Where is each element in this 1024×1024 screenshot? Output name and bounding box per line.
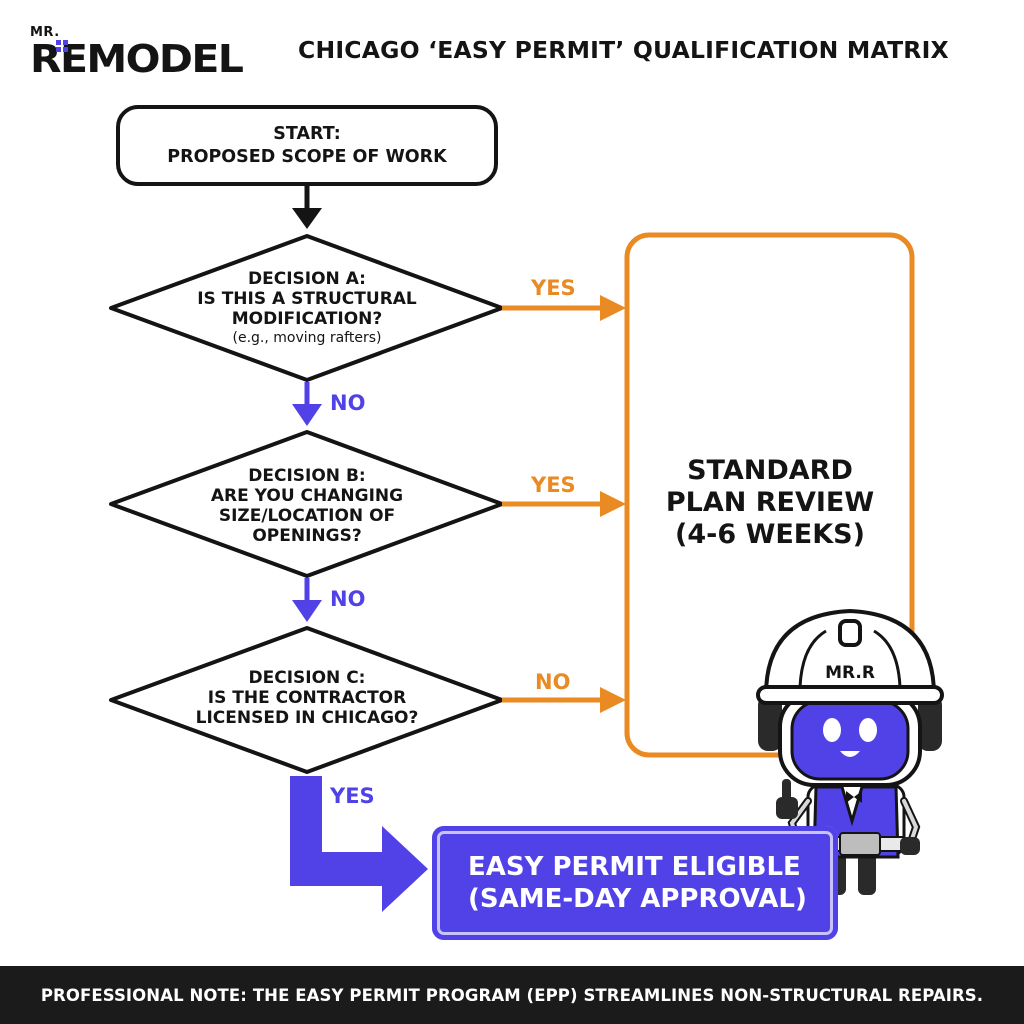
decision-a-question-2: MODIFICATION? xyxy=(231,309,383,329)
decision-c-question-2: LICENSED IN CHICAGO? xyxy=(195,708,419,728)
footer-note: PROFESSIONAL NOTE: THE EASY PERMIT PROGR… xyxy=(0,966,1024,1024)
arrow-b-yes-head xyxy=(600,491,626,517)
decision-a-example: (e.g., moving rafters) xyxy=(232,330,382,346)
decision-c-diamond xyxy=(109,626,504,774)
start-label: START: xyxy=(273,123,341,144)
label-a-yes: YES xyxy=(531,276,576,300)
decision-b-text: DECISION B: ARE YOU CHANGING SIZE/LOCATI… xyxy=(180,464,434,548)
label-a-no: NO xyxy=(330,391,366,415)
standard-review-line-1: STANDARD xyxy=(687,455,853,486)
arrow-a-to-b-head xyxy=(292,404,322,426)
logo-wordmark: REMODEL xyxy=(30,37,244,81)
decision-b-label: DECISION B: xyxy=(248,466,366,486)
decision-c-question-1: IS THE CONTRACTOR xyxy=(207,688,407,708)
start-node: START: PROPOSED SCOPE OF WORK xyxy=(122,112,492,179)
arrow-a-yes-head xyxy=(600,295,626,321)
decision-c-label: DECISION C: xyxy=(248,668,366,688)
mascot-helmet-text: MR.R xyxy=(825,663,875,683)
decision-a-text: DECISION A: IS THIS A STRUCTURAL MODIFIC… xyxy=(180,266,434,350)
page-title: CHICAGO ‘EASY PERMIT’ QUALIFICATION MATR… xyxy=(298,36,949,64)
standard-review-text: STANDARD PLAN REVIEW (4-6 WEEKS) xyxy=(632,455,908,551)
decision-b-diamond xyxy=(109,430,504,578)
label-c-yes: YES xyxy=(330,784,375,808)
easy-permit-box: EASY PERMIT ELIGIBLE (SAME-DAY APPROVAL) xyxy=(432,826,838,940)
arrow-c-yes-path xyxy=(290,776,428,912)
decision-a-question-1: IS THIS A STRUCTURAL xyxy=(197,289,417,309)
label-b-no: NO xyxy=(330,587,366,611)
decision-b-question-2: SIZE/LOCATION OF xyxy=(218,506,396,526)
standard-review-line-3: (4-6 WEEKS) xyxy=(675,519,865,550)
decision-b-question-1: ARE YOU CHANGING xyxy=(210,486,404,506)
standard-review-line-2: PLAN REVIEW xyxy=(665,487,875,518)
easy-permit-line-2: (SAME-DAY APPROVAL) xyxy=(468,884,807,914)
decision-a-label: DECISION A: xyxy=(248,269,366,289)
brand-logo: MR. REMODEL xyxy=(30,25,244,79)
decision-b-question-3: OPENINGS? xyxy=(252,526,362,546)
logo-prefix: MR. xyxy=(30,25,60,40)
label-b-yes: YES xyxy=(531,473,576,497)
decision-a-diamond xyxy=(109,234,504,382)
arrow-b-to-c-head xyxy=(292,600,322,622)
label-c-no: NO xyxy=(535,670,571,694)
arrow-c-no-head xyxy=(600,687,626,713)
easy-permit-line-1: EASY PERMIT ELIGIBLE xyxy=(468,852,801,882)
logo-window-mark xyxy=(56,40,70,54)
decision-c-text: DECISION C: IS THE CONTRACTOR LICENSED I… xyxy=(180,666,434,730)
start-scope: PROPOSED SCOPE OF WORK xyxy=(167,146,447,167)
arrow-start-to-a-head xyxy=(292,208,322,229)
